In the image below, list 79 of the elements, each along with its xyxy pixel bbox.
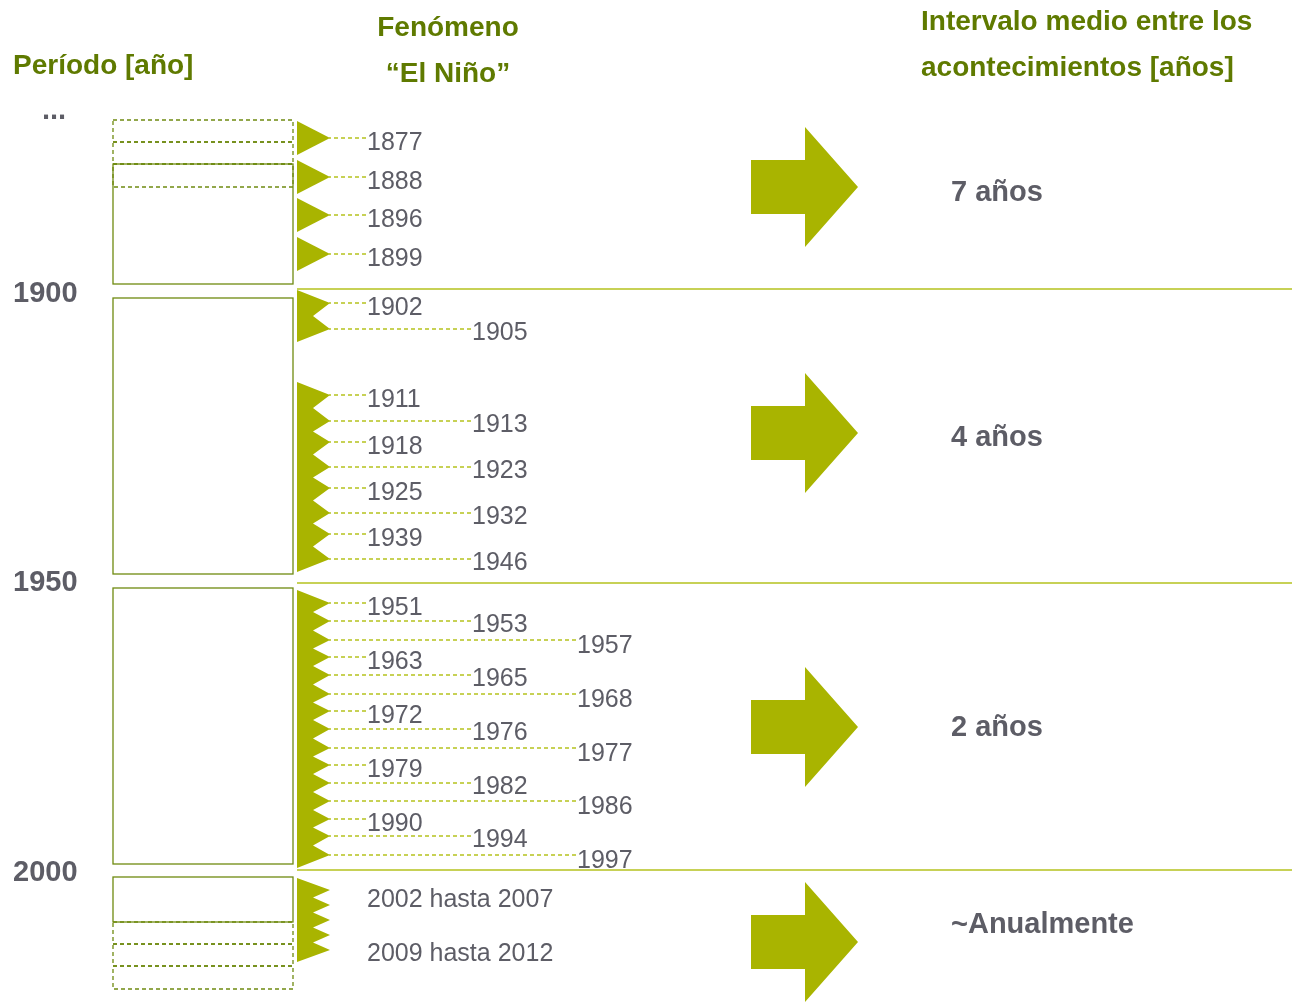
leader-line: [328, 137, 367, 139]
year-label: 1925: [367, 478, 423, 504]
year-label: 1911: [367, 385, 421, 411]
year-label: 1965: [472, 664, 528, 690]
triangle-marker: [297, 121, 330, 155]
leader-line: [328, 800, 577, 802]
year-label: 1918: [367, 432, 423, 458]
ellipsis-text: ...: [42, 92, 67, 126]
triangle-marker: [297, 590, 330, 868]
year-label: 1977: [577, 739, 633, 765]
leader-line: [328, 639, 577, 641]
leader-line: [328, 394, 367, 396]
leader-line: [328, 302, 367, 304]
triangle-marker: [297, 237, 330, 271]
triangle-marker: [297, 160, 330, 194]
year-label: 1968: [577, 685, 633, 711]
leader-line: [328, 512, 472, 514]
leader-line: [328, 466, 472, 468]
year-label: 1923: [472, 456, 528, 482]
year-label: 1976: [472, 718, 528, 744]
axis-year-label: 1950: [13, 564, 78, 598]
leader-line: [328, 674, 472, 676]
triangle-marker: [297, 290, 330, 342]
year-label: 1990: [367, 809, 423, 835]
triangle-marker: [297, 198, 330, 232]
year-label: 1888: [367, 167, 423, 193]
column-heading: Período [año]: [13, 48, 194, 82]
year-label: 1939: [367, 524, 423, 550]
year-label: 1932: [472, 502, 528, 528]
year-range-text: 2009 hasta 2012: [367, 937, 554, 967]
year-label: 1994: [472, 825, 528, 851]
year-label: 1972: [367, 701, 423, 727]
leader-line: [328, 214, 367, 216]
leader-line: [328, 764, 367, 766]
leader-line: [328, 854, 577, 856]
leader-line: [328, 656, 367, 658]
leader-line: [328, 602, 367, 604]
year-label: 1963: [367, 647, 423, 673]
leader-line: [328, 710, 367, 712]
leader-line: [328, 747, 577, 749]
year-label: 1951: [367, 593, 423, 619]
year-label: 1877: [367, 128, 423, 154]
year-range-text: 2002 hasta 2007: [367, 883, 554, 913]
year-label: 1913: [472, 410, 528, 436]
leader-line: [328, 533, 367, 535]
year-label: 1986: [577, 792, 633, 818]
leader-line: [328, 328, 472, 330]
leader-line: [328, 620, 472, 622]
leader-line: [328, 693, 577, 695]
year-label: 1899: [367, 244, 423, 270]
leader-line: [328, 487, 367, 489]
triangle-marker: [297, 878, 330, 962]
year-label: 1902: [367, 293, 423, 319]
leader-line: [328, 728, 472, 730]
leader-line: [328, 782, 472, 784]
leader-line: [328, 558, 472, 560]
year-label: 1896: [367, 205, 423, 231]
column-heading: Intervalo medio entre los acontecimientos [años]: [921, 4, 1254, 84]
leader-line: [328, 835, 472, 837]
leader-line: [328, 176, 367, 178]
year-label: 1982: [472, 772, 528, 798]
axis-year-label: 2000: [13, 854, 78, 888]
leader-line: [328, 818, 367, 820]
interval-label: 7 años: [951, 174, 1043, 208]
year-label: 1997: [577, 846, 633, 872]
interval-label: ~Anualmente: [951, 906, 1134, 940]
leader-line: [328, 441, 367, 443]
axis-year-label: 1900: [13, 275, 78, 309]
triangle-marker: [297, 382, 330, 572]
interval-label: 4 años: [951, 419, 1043, 453]
year-label: 1979: [367, 755, 423, 781]
year-label: 1957: [577, 631, 633, 657]
column-heading: Fenómeno “El Niño”: [376, 10, 520, 90]
leader-line: [328, 253, 367, 255]
year-label: 1946: [472, 548, 528, 574]
year-label: 1905: [472, 318, 528, 344]
leader-line: [328, 420, 472, 422]
year-label: 1953: [472, 610, 528, 636]
interval-label: 2 años: [951, 709, 1043, 743]
